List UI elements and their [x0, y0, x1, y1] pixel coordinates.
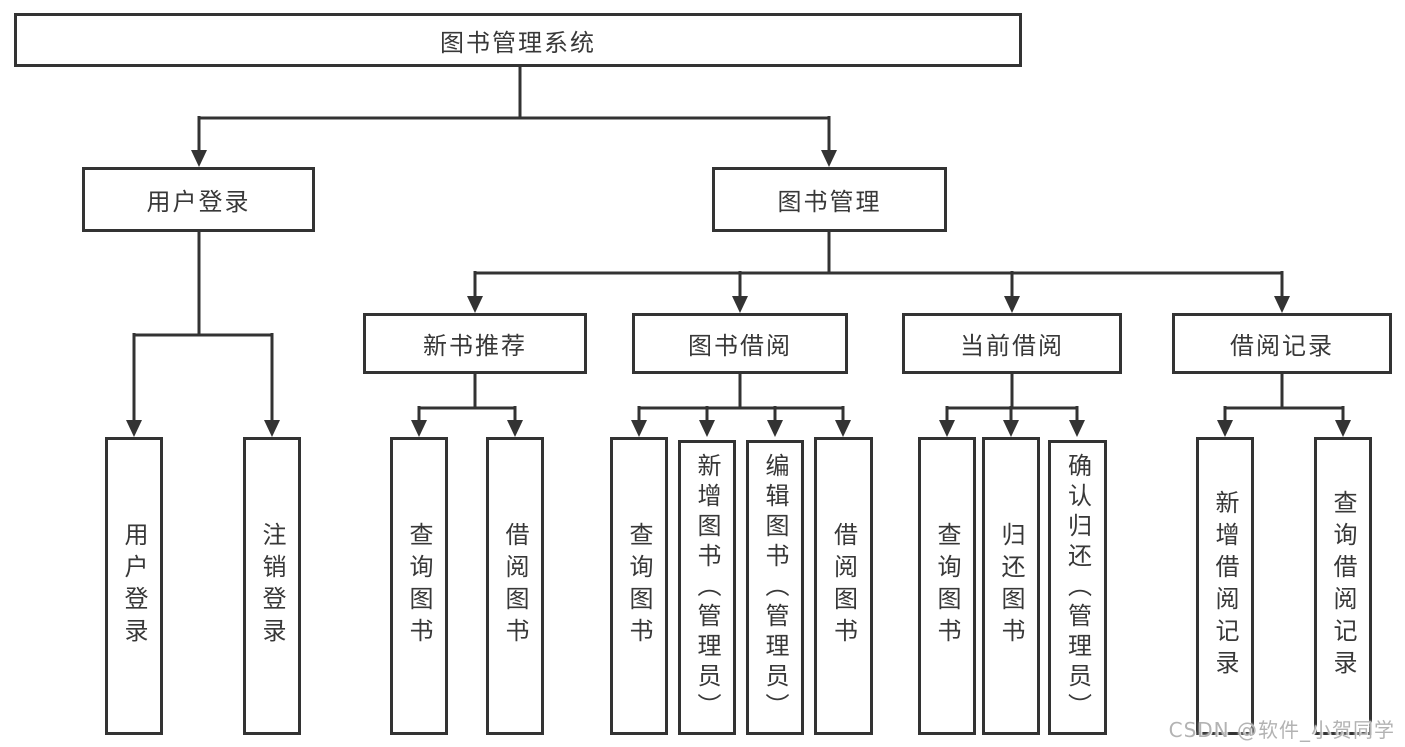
- leaf-records-add-borrow-record: 新增借阅记录: [1196, 437, 1254, 735]
- node-user-login: 用户登录: [82, 167, 315, 232]
- arrowhead: [126, 420, 142, 437]
- leaf-current-query-books: 查询图书: [918, 437, 976, 735]
- leaf-borrowing-add-books-admin: 新增图书（管理员）: [678, 440, 736, 735]
- leaf-current-confirm-return-admin: 确认归还（管理员）: [1048, 440, 1107, 735]
- node-label: 图书管理系统: [440, 28, 596, 57]
- arrowhead: [1274, 296, 1290, 313]
- arrowhead: [467, 296, 483, 313]
- arrowhead: [1335, 420, 1351, 437]
- leaf-borrowing-borrow-books: 借阅图书: [814, 437, 873, 735]
- leaf-label: 归还图书: [997, 522, 1025, 650]
- node-label: 借阅记录: [1230, 332, 1334, 360]
- leaf-borrowing-query-books: 查询图书: [610, 437, 668, 735]
- leaf-label: 借阅图书: [829, 522, 858, 650]
- node-label: 图书借阅: [688, 332, 792, 360]
- leaf-records-query-borrow-record: 查询借阅记录: [1314, 437, 1372, 735]
- node-book-management: 图书管理: [712, 167, 947, 232]
- leaf-newbook-borrow-books: 借阅图书: [486, 437, 544, 735]
- node-label: 新书推荐: [423, 332, 527, 360]
- arrowhead: [732, 296, 748, 313]
- arrowhead: [1003, 420, 1019, 437]
- arrowhead: [767, 420, 783, 437]
- arrowheads: [126, 150, 1351, 437]
- leaf-logout-login: 注销登录: [243, 437, 301, 735]
- arrowhead: [507, 420, 523, 437]
- node-library-management-system: 图书管理系统: [14, 13, 1022, 67]
- connector-paths: [132, 67, 1345, 421]
- leaf-label: 新增借阅记录: [1211, 490, 1239, 682]
- node-label: 用户登录: [146, 188, 251, 216]
- leaf-user-login: 用户登录: [105, 437, 163, 735]
- node-borrow-records: 借阅记录: [1172, 313, 1392, 374]
- arrowhead: [835, 420, 851, 437]
- csdn-watermark: CSDN @软件_小贺同学: [1168, 718, 1395, 742]
- leaf-label: 查询图书: [933, 522, 961, 650]
- leaf-label: 查询图书: [625, 522, 653, 650]
- node-new-book-recommend: 新书推荐: [363, 313, 587, 374]
- node-label: 图书管理: [777, 188, 882, 216]
- arrowhead: [411, 420, 427, 437]
- arrowhead: [1004, 296, 1020, 313]
- node-label: 当前借阅: [960, 332, 1064, 360]
- leaf-current-return-books: 归还图书: [982, 437, 1040, 735]
- leaf-label: 查询图书: [405, 522, 433, 650]
- leaf-newbook-query-books: 查询图书: [390, 437, 448, 735]
- arrowhead: [821, 150, 837, 167]
- arrowhead: [1069, 420, 1085, 437]
- leaf-label: 用户登录: [120, 522, 148, 650]
- node-current-borrowing: 当前借阅: [902, 313, 1122, 374]
- leaf-label: 查询借阅记录: [1329, 490, 1357, 682]
- leaf-label: 借阅图书: [501, 522, 529, 650]
- arrowhead: [631, 420, 647, 437]
- arrowhead: [191, 150, 207, 167]
- node-book-borrowing: 图书借阅: [632, 313, 848, 374]
- arrowhead: [264, 420, 280, 437]
- arrowhead: [699, 420, 715, 437]
- leaf-label: 新增图书（管理员）: [693, 452, 721, 723]
- leaf-label: 编辑图书（管理员）: [761, 452, 789, 723]
- arrowhead: [939, 420, 955, 437]
- leaf-borrowing-edit-books-admin: 编辑图书（管理员）: [746, 440, 804, 735]
- arrowhead: [1217, 420, 1233, 437]
- leaf-label: 注销登录: [258, 522, 286, 650]
- leaf-label: 确认归还（管理员）: [1063, 452, 1092, 723]
